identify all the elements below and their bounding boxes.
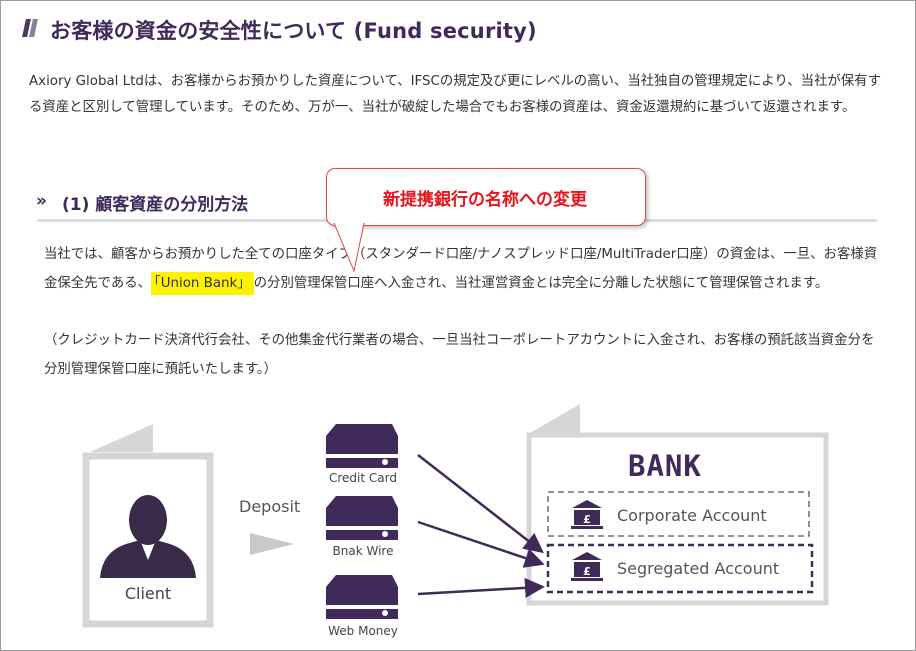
note-paragraph: （クレジットカード決済代行会社、その他集金代行業者の場合、一旦当社コーポレートア… (44, 333, 875, 377)
method-label-webmoney: Web Money (328, 624, 398, 638)
section-title: (1) 顧客資産の分別方法 (62, 195, 249, 215)
callout-tail (333, 223, 365, 273)
corporate-account-label: Corporate Account (617, 506, 767, 525)
method-label-wire: Bnak Wire (332, 544, 394, 558)
segregation-paragraph: 当社では、顧客からお預かりした全ての口座タイプ（スタンダード口座/ナノスプレッド… (44, 240, 884, 298)
bank-title: BANK (628, 449, 702, 483)
client-label: Client (124, 584, 172, 603)
callout-text: 新提携銀行の名称への変更 (383, 190, 587, 210)
paragraph-text-2: の分別管理保管口座へ入金され、当社運営資金とは完全に分離した状態にて管理保管され… (253, 276, 829, 291)
method-label-credit: Credit Card (329, 471, 397, 485)
page-title: お客様の資金の安全性について (Fund security) (50, 19, 537, 43)
title-marker-icon (22, 19, 38, 37)
union-bank-highlight: 「Union Bank」 (151, 272, 254, 295)
paragraph-text-1: 当社では、顧客からお預かりした全ての口座タイプ（スタンダード口座/ナノスプレッド… (44, 247, 878, 291)
chevron-right-icon: » (36, 191, 47, 211)
deposit-label: Deposit (239, 497, 301, 516)
callout-box (326, 168, 646, 226)
intro-paragraph: Axiory Global Ltdは、お客様からお預かりした資産について、IFS… (29, 74, 881, 115)
segregated-account-label: Segregated Account (617, 559, 780, 578)
